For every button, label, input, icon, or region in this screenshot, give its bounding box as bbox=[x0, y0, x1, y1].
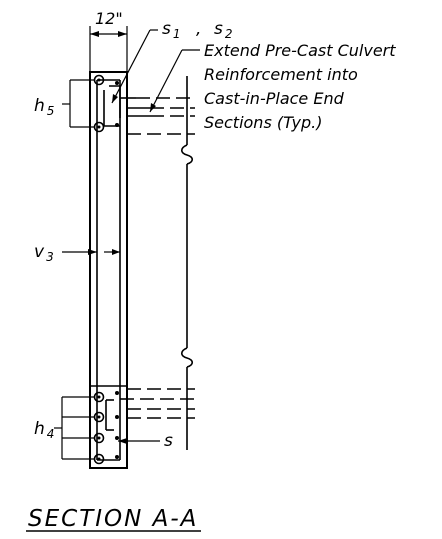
leader-s1-s2 bbox=[111, 29, 158, 104]
extend-note: Extend Pre-Cast Culvert Reinforcement in… bbox=[204, 41, 401, 132]
note-line-1: Extend Pre-Cast Culvert bbox=[204, 41, 396, 60]
section-title: SECTION A-A bbox=[28, 506, 198, 532]
label-s: s bbox=[164, 431, 173, 451]
note-line-2: Reinforcement into bbox=[204, 65, 358, 84]
break-line bbox=[180, 76, 194, 450]
leader-extend-note bbox=[149, 49, 200, 113]
section-title-group: SECTION A-A bbox=[26, 506, 201, 532]
wall-section bbox=[89, 71, 128, 469]
bottom-reinforcement bbox=[91, 385, 195, 465]
note-line-4: Sections (Typ.) bbox=[204, 113, 322, 132]
label-s-group: s bbox=[118, 431, 173, 451]
note-line-3: Cast-in-Place End bbox=[204, 89, 345, 108]
label-comma: , bbox=[196, 19, 201, 39]
top-reinforcement bbox=[93, 74, 195, 135]
dimension-12in: 12" bbox=[89, 9, 128, 72]
dimension-label: 12" bbox=[95, 9, 123, 28]
